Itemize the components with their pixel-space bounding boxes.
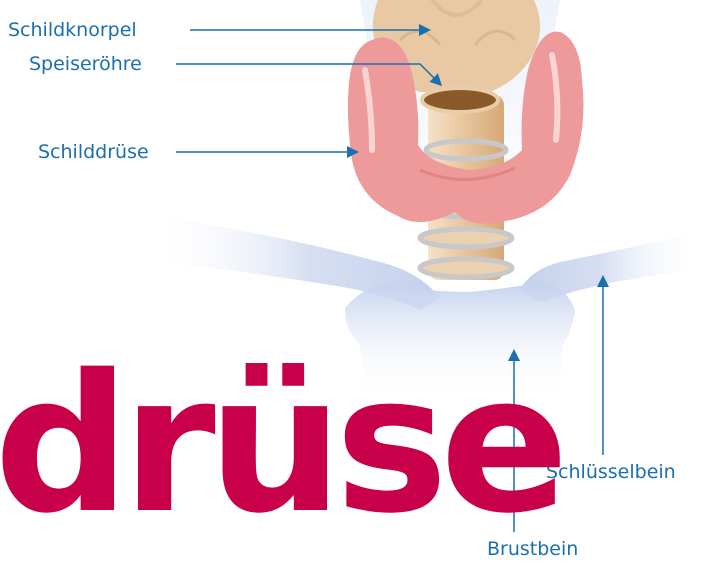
trachea-ring [420, 259, 512, 277]
title-word: drüse [0, 340, 561, 550]
label-esophagus: Speiseröhre [29, 53, 142, 75]
label-thyroid-cartilage: Schildknorpel [8, 19, 137, 41]
label-thyroid-gland: Schilddrüse [38, 141, 149, 163]
label-clavicle: Schlüsselbein [546, 461, 676, 483]
trachea-ring [420, 229, 512, 247]
